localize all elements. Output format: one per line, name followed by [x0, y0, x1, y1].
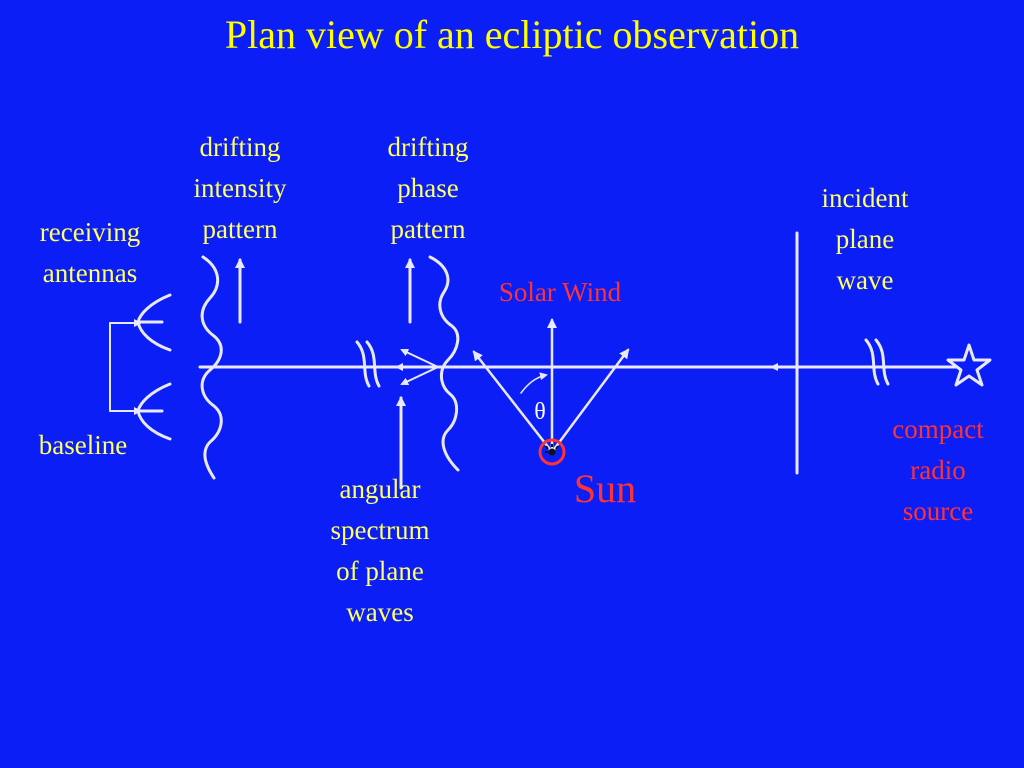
antenna-icon	[136, 293, 172, 352]
phase-pattern-wave	[428, 255, 460, 472]
antenna-icon	[136, 382, 172, 441]
receiving-antennas-label: receiving antennas	[39, 217, 141, 288]
star-icon	[946, 343, 992, 387]
theta-label: θ	[534, 399, 546, 425]
theta-arc	[520, 372, 548, 394]
page-title: Plan view of an ecliptic observation	[224, 12, 800, 57]
axis-break-left	[355, 340, 381, 388]
drifting-phase-label: drifting phase pattern	[387, 132, 469, 244]
solar-wind-arrow-right	[550, 348, 630, 454]
sun-label: Sun	[573, 466, 637, 511]
solar-wind-label: Solar Wind	[498, 277, 622, 307]
spectrum-ray-lower	[400, 366, 439, 386]
baseline-label: baseline	[38, 430, 128, 460]
angular-spectrum-label: angular spectrum of plane waves	[330, 474, 430, 627]
solar-wind-arrow-left	[472, 350, 554, 454]
sun-icon	[538, 438, 566, 466]
intensity-pattern-wave	[200, 255, 223, 480]
compact-radio-source-label: compact radio source	[892, 414, 984, 526]
axis-break-right	[864, 338, 890, 386]
drifting-intensity-label: drifting intensity pattern	[193, 132, 287, 244]
incident-plane-wave-label: incident plane wave	[821, 183, 909, 295]
spectrum-ray-upper	[400, 348, 439, 368]
